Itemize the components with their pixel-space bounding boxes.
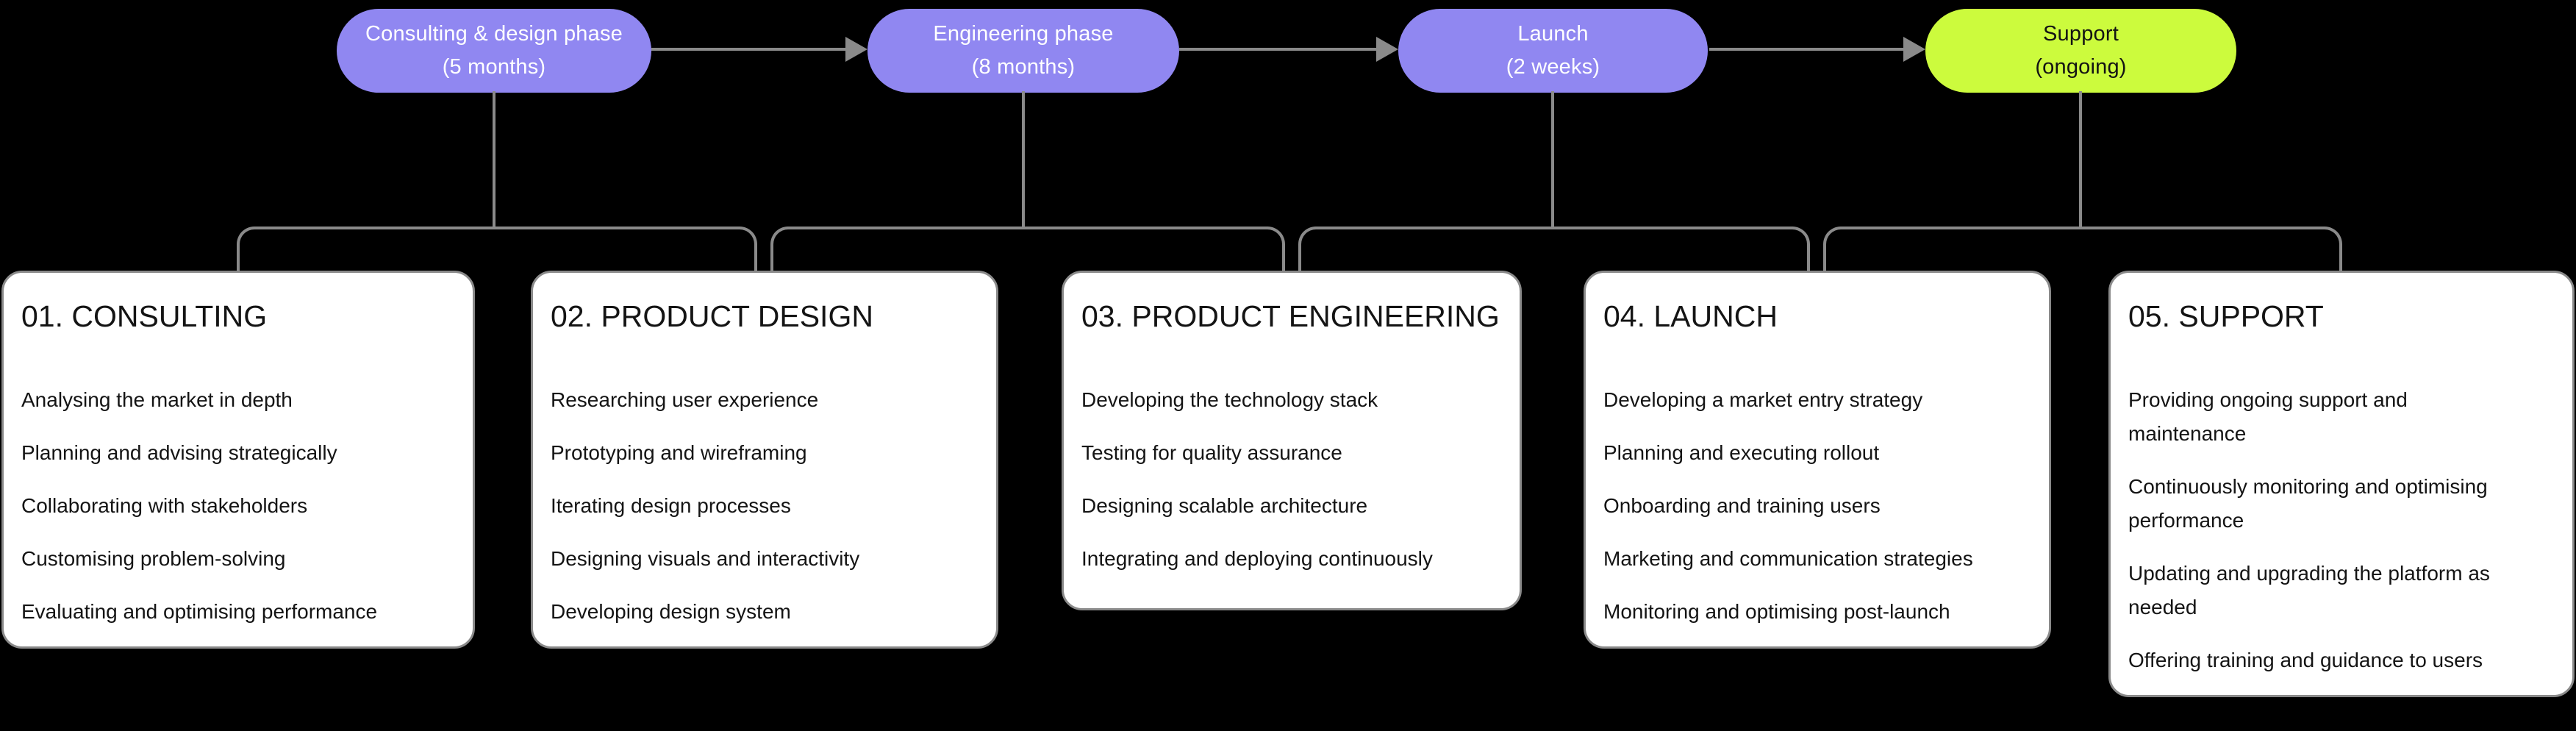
card-title: 02. PRODUCT DESIGN	[551, 299, 873, 333]
card-item-list: Researching user experience Prototyping …	[551, 383, 978, 629]
card-item: Iterating design processes	[551, 494, 791, 517]
connector-bracket	[770, 227, 1285, 271]
card-item: Integrating and deploying continuously	[1081, 547, 1433, 570]
connector-drop-line	[2079, 91, 2082, 228]
phase-label: Support	[2043, 22, 2119, 46]
card-item: Providing ongoing support and maintenanc…	[2128, 388, 2408, 445]
phase-duration: (ongoing)	[2035, 55, 2127, 79]
card-item: Monitoring and optimising post-launch	[1603, 600, 1950, 623]
connector-drop-line	[493, 91, 495, 228]
card-item: Researching user experience	[551, 388, 819, 411]
phase-pill-consulting-design: Consulting & design phase (5 months)	[337, 9, 651, 93]
card-product-engineering: 03. PRODUCT ENGINEERING Developing the t…	[1062, 271, 1522, 610]
card-title: 04. LAUNCH	[1603, 299, 1778, 333]
phase-label: Launch	[1517, 22, 1589, 46]
connector-bracket	[237, 227, 757, 271]
flow-arrow-line	[1179, 48, 1378, 51]
flow-arrow-line	[651, 48, 847, 51]
card-title: 01. CONSULTING	[21, 299, 268, 333]
card-title: 05. SUPPORT	[2128, 299, 2324, 333]
arrow-right-icon	[845, 37, 867, 62]
phase-duration: (8 months)	[971, 55, 1076, 79]
card-consulting: 01. CONSULTING Analysing the market in d…	[1, 271, 475, 649]
card-item: Planning and executing rollout	[1603, 441, 1880, 464]
phase-pill-engineering: Engineering phase (8 months)	[867, 9, 1179, 93]
card-item: Developing a market entry strategy	[1603, 388, 1923, 411]
phase-duration: (5 months)	[442, 55, 546, 79]
phase-label: Consulting & design phase	[365, 22, 623, 46]
phase-pill-launch: Launch (2 weeks)	[1398, 9, 1708, 93]
card-item: Developing design system	[551, 600, 791, 623]
card-item: Testing for quality assurance	[1081, 441, 1342, 464]
card-item-list: Providing ongoing support and maintenanc…	[2128, 383, 2555, 677]
phase-label: Engineering phase	[933, 22, 1114, 46]
card-item: Continuously monitoring and optimising p…	[2128, 475, 2488, 532]
card-item: Customising problem-solving	[21, 547, 286, 570]
connector-drop-line	[1022, 91, 1025, 228]
card-item: Planning and advising strategically	[21, 441, 337, 464]
card-product-design: 02. PRODUCT DESIGN Researching user expe…	[531, 271, 998, 649]
card-item: Analysing the market in depth	[21, 388, 293, 411]
phase-pill-support: Support (ongoing)	[1925, 9, 2236, 93]
connector-bracket	[1298, 227, 1810, 271]
card-item: Prototyping and wireframing	[551, 441, 807, 464]
connector-drop-line	[1551, 91, 1554, 228]
card-item-list: Developing a market entry strategy Plann…	[1603, 383, 2031, 629]
card-item: Designing scalable architecture	[1081, 494, 1368, 517]
card-item: Collaborating with stakeholders	[21, 494, 308, 517]
arrow-right-icon	[1376, 37, 1398, 62]
card-item: Developing the technology stack	[1081, 388, 1378, 411]
flow-arrow-line	[1709, 48, 1905, 51]
card-item-list: Developing the technology stack Testing …	[1081, 383, 1502, 576]
card-item: Onboarding and training users	[1603, 494, 1881, 517]
connector-bracket	[1823, 227, 2342, 271]
card-item-list: Analysing the market in depth Planning a…	[21, 383, 455, 629]
card-item: Updating and upgrading the platform as n…	[2128, 562, 2490, 618]
card-item: Marketing and communication strategies	[1603, 547, 1973, 570]
card-item: Offering training and guidance to users	[2128, 649, 2483, 671]
card-support: 05. SUPPORT Providing ongoing support an…	[2108, 271, 2575, 697]
phase-duration: (2 weeks)	[1506, 55, 1600, 79]
card-item: Evaluating and optimising performance	[21, 600, 378, 623]
card-title: 03. PRODUCT ENGINEERING	[1081, 299, 1500, 333]
card-launch: 04. LAUNCH Developing a market entry str…	[1584, 271, 2051, 649]
card-item: Designing visuals and interactivity	[551, 547, 860, 570]
arrow-right-icon	[1903, 37, 1925, 62]
